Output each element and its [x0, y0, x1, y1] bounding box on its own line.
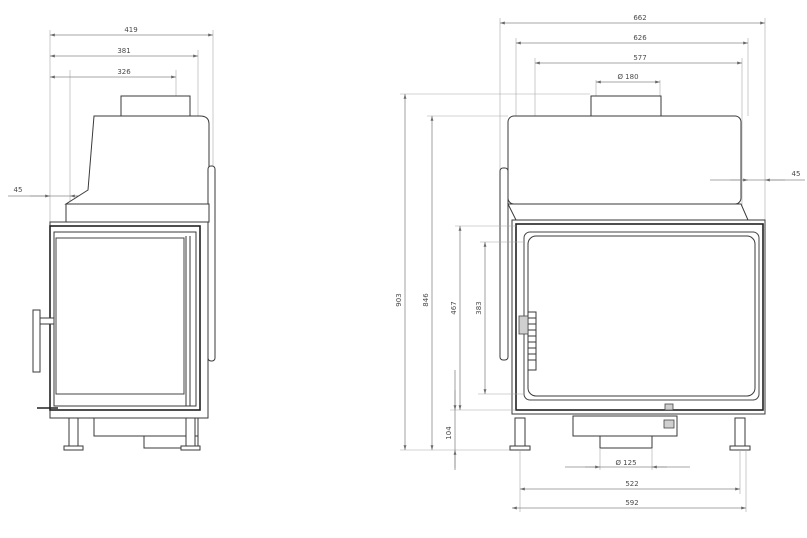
front-ash-box — [572, 415, 678, 437]
side-glass — [55, 237, 185, 395]
front-leg-left — [514, 417, 526, 447]
front-side-strip — [499, 167, 509, 361]
front-dim-626-label: 626 — [633, 34, 647, 42]
front-dim-flue-bottom-label: Ø 125 — [615, 459, 636, 467]
front-dim-662-label: 662 — [633, 14, 646, 22]
front-dim-846-label: 846 — [422, 293, 430, 307]
front-door-frame — [515, 223, 764, 411]
side-leg-left — [68, 417, 79, 447]
side-dim-45-label: 45 — [14, 186, 23, 194]
front-view: 662 626 577 Ø 180 45 — [395, 14, 805, 512]
side-ash-box — [93, 417, 199, 437]
front-flue-collar — [590, 95, 662, 117]
front-hood — [507, 115, 742, 205]
front-leg-right — [734, 417, 746, 447]
front-dim-592-label: 592 — [625, 499, 638, 507]
front-step — [507, 203, 749, 221]
front-dim-45-label: 45 — [792, 170, 801, 178]
side-handle — [32, 309, 41, 373]
front-dim-522-label: 522 — [625, 480, 638, 488]
front-dim-903-label: 903 — [395, 293, 403, 306]
front-glass — [523, 231, 760, 401]
side-hood — [64, 115, 210, 205]
side-step — [65, 203, 210, 223]
side-dim-326-label: 326 — [117, 68, 131, 76]
front-dim-467-label: 467 — [450, 301, 458, 314]
front-dim-104-label: 104 — [445, 426, 453, 440]
front-dim-383-label: 383 — [475, 301, 483, 314]
side-dim-381-label: 381 — [117, 47, 130, 55]
side-view: 419 381 326 45 — [8, 26, 216, 451]
side-leg-right — [185, 417, 196, 447]
side-panel-strip — [207, 165, 216, 362]
front-control-lever — [518, 311, 537, 371]
front-dim-577-label: 577 — [633, 54, 646, 62]
side-dim-419-label: 419 — [124, 26, 137, 34]
front-dim-flue-top-label: Ø 180 — [617, 73, 638, 81]
side-flue-collar — [120, 95, 191, 117]
